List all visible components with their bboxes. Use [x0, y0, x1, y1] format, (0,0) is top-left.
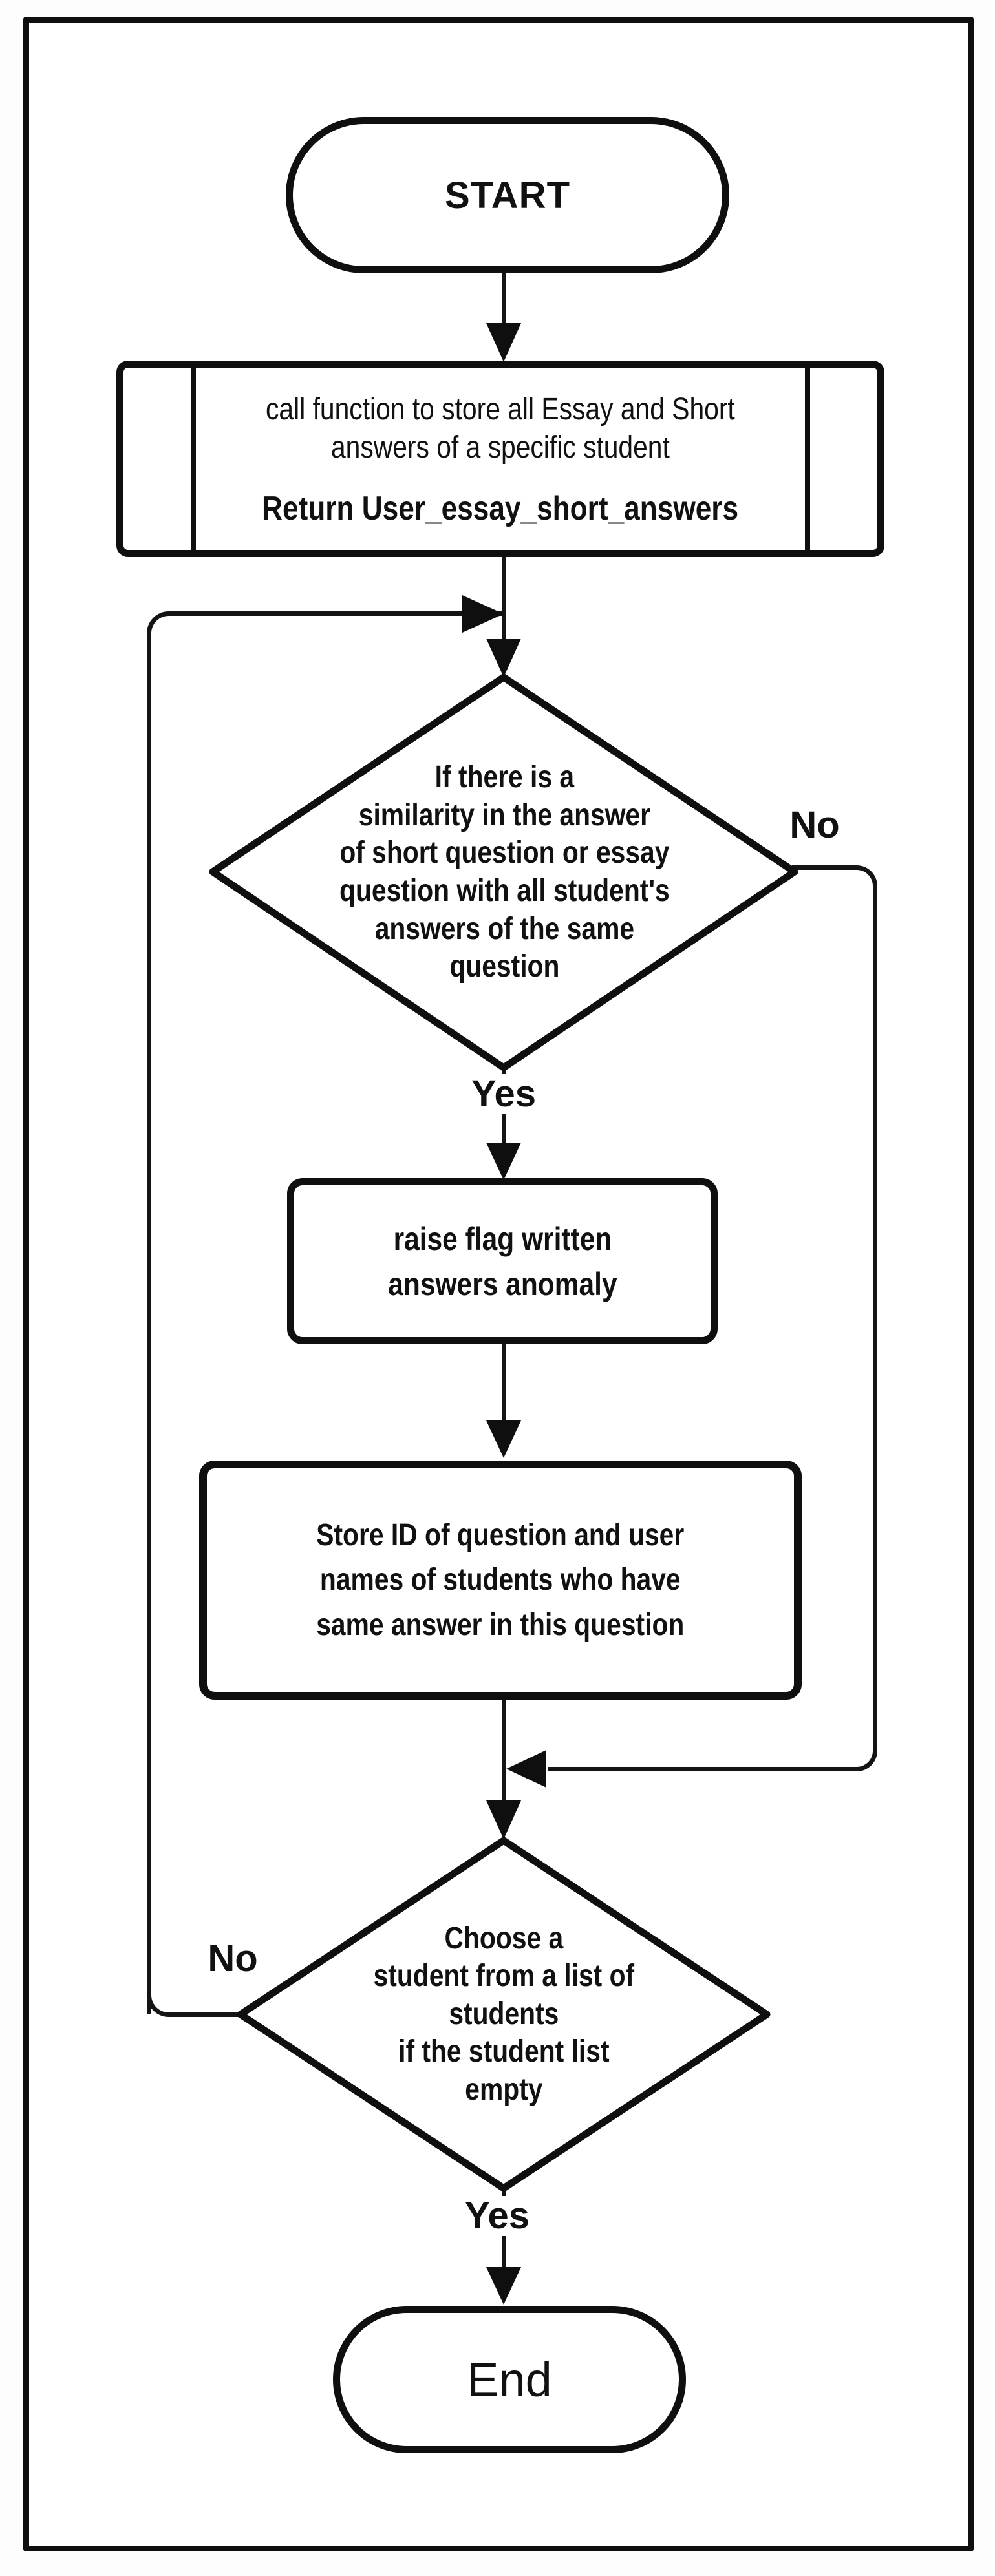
arrowhead-yes2-icon	[486, 2267, 521, 2305]
arrowhead-into-decision2-icon	[486, 1800, 521, 1839]
decision-choose-student-text: Choose a student from a list of students…	[373, 1921, 634, 2107]
arrowhead-no1-merge-icon	[506, 1750, 546, 1788]
arrowhead-start-to-call-icon	[486, 323, 521, 362]
start-node: START	[286, 117, 729, 273]
store-id-text: Store ID of question and user names of s…	[316, 1517, 685, 1642]
no-branch-1-edge	[792, 865, 877, 1751]
yes-label-1: Yes	[453, 1074, 555, 1114]
edge-start-to-call	[502, 272, 506, 329]
no-branch-1-edge-bottom	[548, 1744, 877, 1771]
predefined-strut-right	[805, 368, 810, 550]
start-label: START	[444, 174, 570, 216]
arrowhead-into-store-icon	[486, 1420, 521, 1458]
edge-store-to-decision2	[502, 1700, 506, 1800]
arrowhead-loop-merge-icon	[462, 595, 504, 633]
call-function-text: call function to store all Essay and Sho…	[266, 392, 735, 465]
arrowhead-yes1-icon	[486, 1143, 521, 1180]
loop-back-edge-stub	[147, 1990, 241, 2017]
return-text: Return User_essay_short_answers	[262, 490, 739, 527]
end-label: End	[467, 2352, 552, 2407]
predefined-strut-left	[191, 368, 196, 550]
predefined-process-node: call function to store all Essay and Sho…	[116, 361, 884, 557]
process-raise-flag-node: raise flag written answers anomaly	[287, 1178, 718, 1344]
decision-choose-student-node	[237, 1837, 771, 2192]
no-label-1: No	[789, 804, 840, 846]
loop-back-edge	[147, 611, 504, 2014]
yes-label-2: Yes	[446, 2196, 548, 2236]
arrowhead-into-decision1-icon	[486, 639, 521, 677]
process-store-id-node: Store ID of question and user names of s…	[199, 1461, 802, 1700]
decision-similarity-node	[209, 673, 798, 1072]
end-node: End	[333, 2306, 686, 2453]
no-label-2: No	[208, 1937, 258, 1980]
decision-similarity-text: If there is a similarity in the answer o…	[339, 760, 670, 984]
raise-flag-text: raise flag written answers anomaly	[387, 1220, 617, 1302]
edge-call-to-decision1	[502, 554, 506, 640]
edge-raise-to-store	[502, 1344, 506, 1422]
